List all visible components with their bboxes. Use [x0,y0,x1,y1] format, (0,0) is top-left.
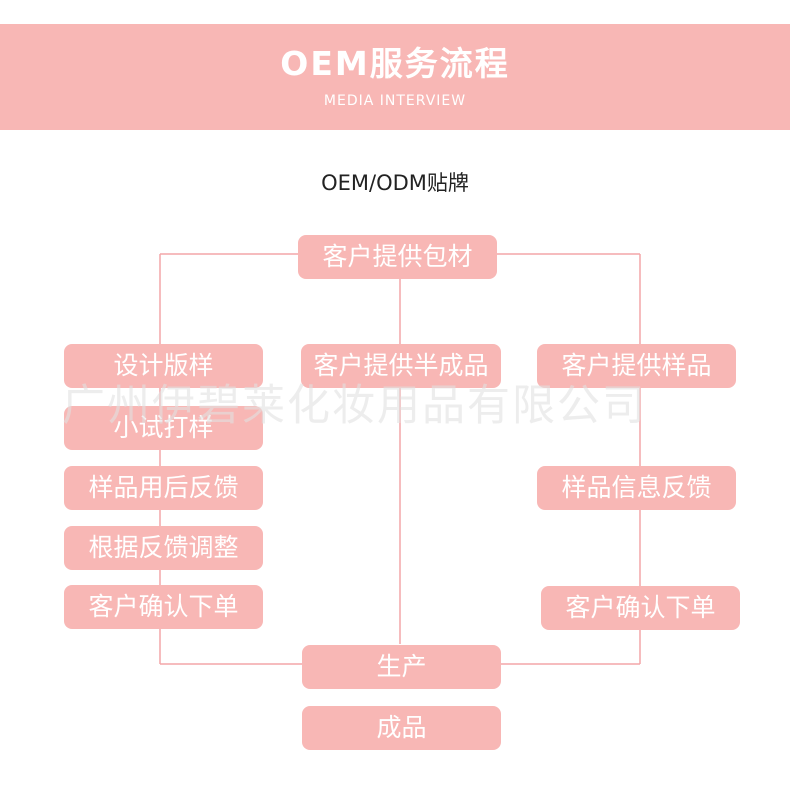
left-step-2: 小试打样 [64,406,263,450]
step-finished-product: 成品 [302,706,501,750]
right-step-2: 样品信息反馈 [537,466,736,510]
header-banner [0,24,790,130]
page-title: OEM服务流程 [280,44,510,83]
left-step-1: 设计版样 [64,344,263,388]
right-step-1: 客户提供样品 [537,344,736,388]
right-step-3: 客户确认下单 [541,586,740,630]
left-step-5: 客户确认下单 [64,585,263,629]
step-customer-provides-packaging: 客户提供包材 [298,235,497,279]
page-subtitle: MEDIA INTERVIEW [323,93,467,109]
left-step-4: 根据反馈调整 [64,526,263,570]
left-step-3: 样品用后反馈 [64,466,263,510]
diagram-heading: OEM/ODM贴牌 [321,171,469,195]
step-customer-provides-semi-finished: 客户提供半成品 [301,344,501,388]
step-production: 生产 [302,645,501,689]
